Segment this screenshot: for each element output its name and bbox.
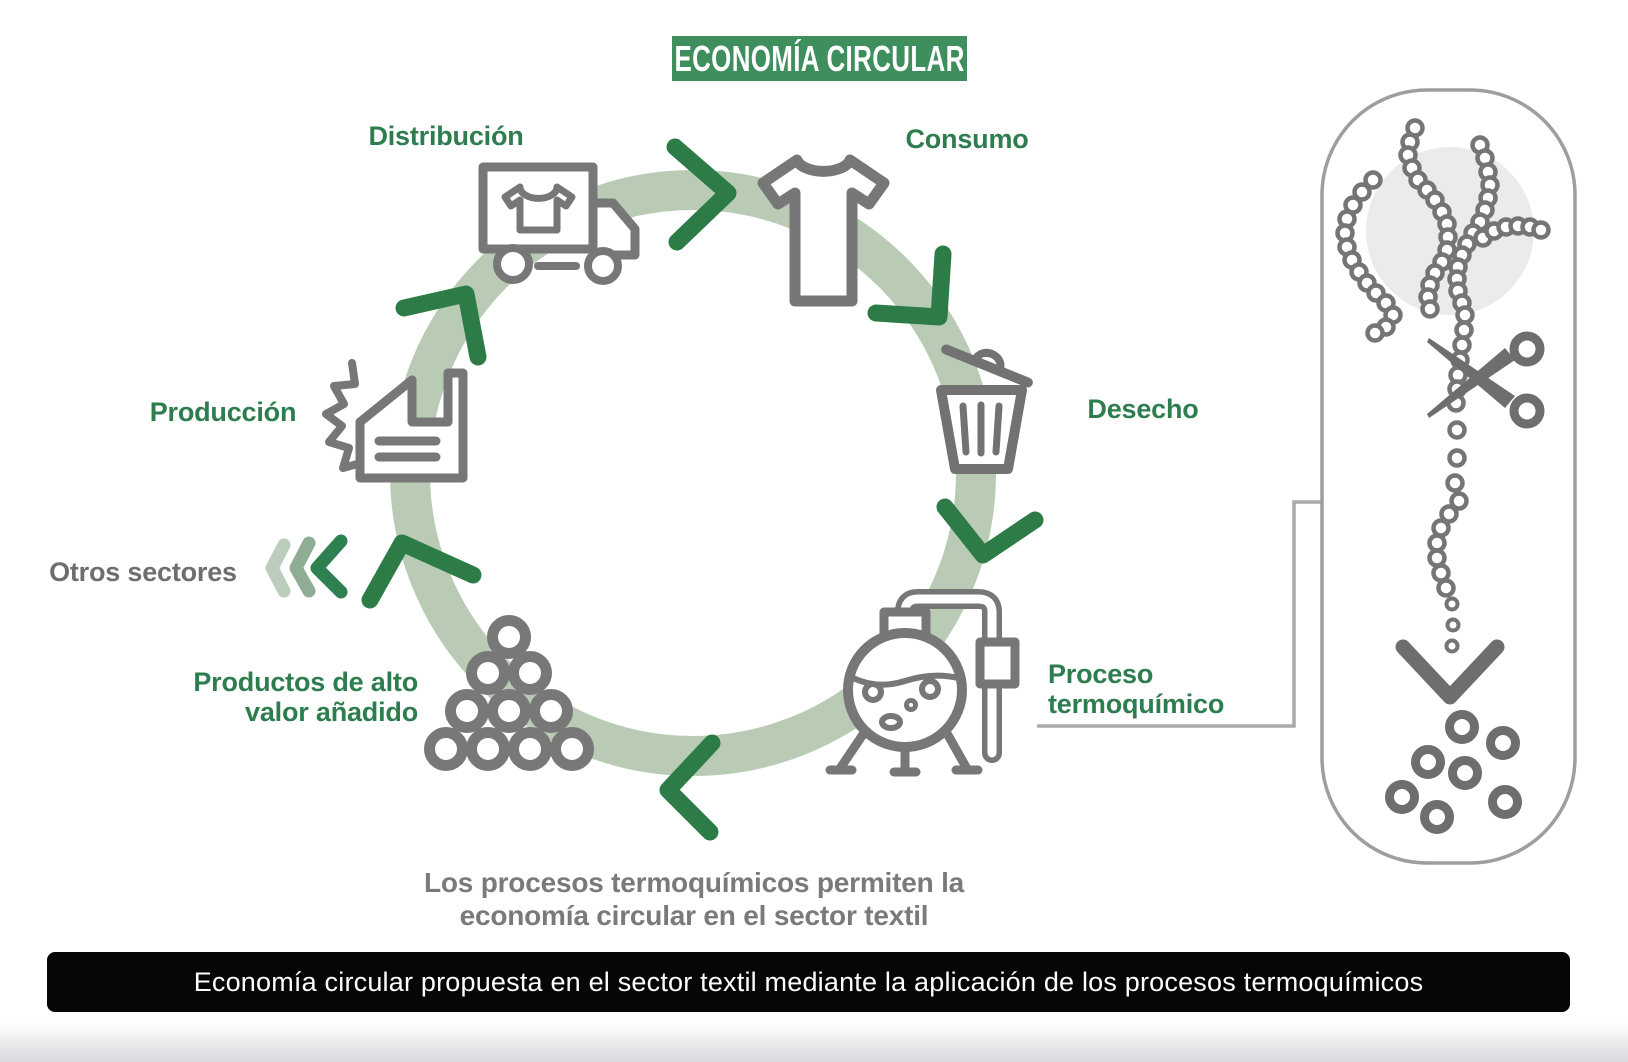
bead [424, 727, 468, 771]
bead [1385, 780, 1419, 814]
bead [466, 651, 510, 695]
polymer-chain-4 [1473, 216, 1551, 248]
cycle-arrows [361, 138, 1044, 841]
label-consumo: Consumo [905, 124, 1029, 154]
trash-bin-icon [936, 344, 1033, 474]
bead [550, 727, 594, 771]
polymer-bead-chains-icon [1335, 118, 1551, 413]
bead [1449, 491, 1469, 511]
bead [1431, 563, 1451, 583]
bead [1448, 756, 1482, 790]
page-bottom-band [0, 1022, 1628, 1062]
arrow-produccion-distribucion [395, 285, 487, 366]
bead [445, 689, 489, 733]
bead [508, 727, 552, 771]
depolymerization-panel [1320, 88, 1577, 865]
bead [1439, 504, 1459, 524]
arrow-consumo-desecho [867, 245, 952, 326]
label-desecho: Desecho [1087, 394, 1199, 424]
footnote-line2: economía circular en el sector textil [459, 900, 929, 931]
label-produccion: Producción [149, 397, 297, 427]
polymer-chain-2 [1398, 118, 1458, 319]
caption-text: Economía circular propuesta en el sector… [193, 966, 1424, 997]
bead [1445, 710, 1479, 744]
bead [1427, 548, 1447, 568]
bead [1455, 305, 1475, 325]
bead [1363, 170, 1383, 190]
panel-connector-line [1037, 500, 1321, 728]
bead [1431, 518, 1451, 538]
bead [1352, 182, 1372, 202]
tshirt-icon [757, 154, 890, 307]
scattered-monomers-icon [1385, 710, 1522, 834]
footnote: Los procesos termoquímicos permiten la e… [114, 866, 1274, 932]
bead [1445, 617, 1461, 633]
bead [1447, 448, 1467, 468]
bead [1454, 320, 1474, 340]
bead [1420, 800, 1454, 834]
factory-gear-icon [322, 359, 468, 483]
arrow-productos-produccion [361, 534, 482, 609]
label-otros-sectores: Otros sectores [49, 557, 237, 587]
bead-stream-icon [1427, 420, 1469, 598]
polymer-chain-1 [1335, 170, 1403, 343]
scissors-icon [1427, 331, 1545, 429]
bead [466, 727, 510, 771]
chevron-left-light [265, 538, 291, 598]
bead [1445, 473, 1465, 493]
bead [487, 689, 531, 733]
label-distribucion: Distribución [368, 121, 524, 151]
bead [1447, 420, 1467, 440]
bead [1365, 323, 1385, 343]
bead [1452, 335, 1472, 355]
down-arrow-icon [1395, 639, 1505, 705]
bead [1444, 596, 1460, 612]
chevron-left-mid [289, 536, 316, 598]
label-productos-line1: Productos de alto [193, 667, 418, 697]
bead [1488, 785, 1522, 819]
bead [1531, 220, 1551, 240]
chevron-left-dark [310, 534, 348, 599]
delivery-truck-icon [478, 162, 640, 285]
bead [1486, 726, 1520, 760]
footnote-line1: Los procesos termoquímicos permiten la [423, 867, 965, 898]
bead [487, 615, 531, 659]
pellet-pyramid-icon [424, 615, 594, 771]
otros-sectores-chevrons [265, 534, 348, 599]
label-proceso-line1: Proceso [1048, 659, 1154, 689]
label-proceso-termoquimico: Proceso termoquímico [1048, 659, 1288, 719]
caption-bar: Economía circular propuesta en el sector… [47, 952, 1570, 1012]
bead-stream-tail [1444, 596, 1461, 654]
bead [1436, 578, 1456, 598]
title-badge: ECONOMÍA CIRCULAR [672, 36, 967, 81]
label-proceso-line2: termoquímico [1048, 689, 1225, 719]
arrow-desecho-proceso [936, 498, 1044, 564]
chemical-reactor-icon [825, 589, 1020, 777]
title-text: ECONOMÍA CIRCULAR [674, 37, 965, 79]
arrow-proceso-productos [659, 734, 721, 841]
bead [1444, 638, 1460, 654]
arrow-distribucion-consumo [666, 138, 737, 251]
bead [529, 689, 573, 733]
bead [508, 651, 552, 695]
bead [1420, 299, 1440, 319]
label-productos-alto-valor: Productos de alto valor añadido [168, 667, 418, 727]
bead [1411, 745, 1445, 779]
label-productos-line2: valor añadido [245, 697, 418, 727]
